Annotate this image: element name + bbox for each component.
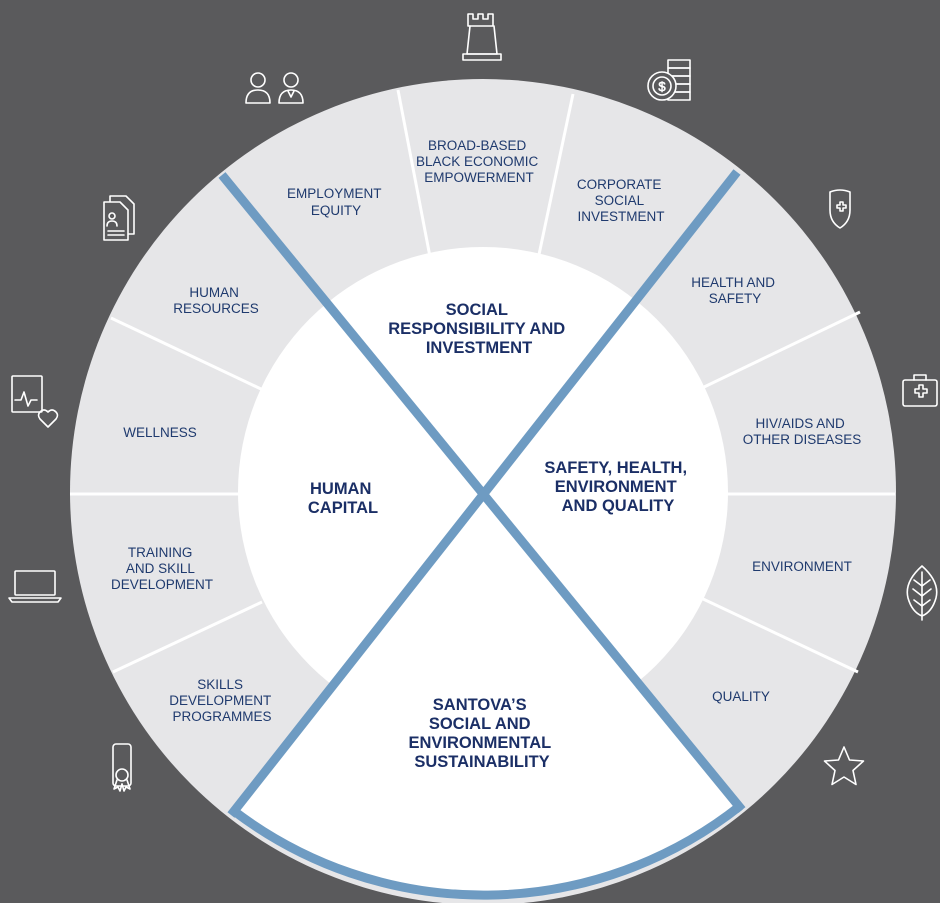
segment-training: TRAINING AND SKILL DEVELOPMENT: [111, 545, 213, 592]
core-safety-health: SAFETY, HEALTH, ENVIRONMENT AND QUALITY: [544, 459, 691, 515]
star-icon: [823, 746, 865, 786]
laptop-icon: [8, 570, 62, 603]
svg-text:$: $: [658, 79, 666, 94]
coins-icon: $: [647, 59, 691, 101]
segment-bbbee: BROAD-BASED BLACK ECONOMIC EMPOWERMENT: [416, 138, 542, 185]
certificate-icon: [112, 743, 132, 792]
segment-health-safety: HEALTH AND SAFETY: [691, 275, 779, 306]
documents-icon: [103, 195, 135, 241]
first-aid-kit-icon: [902, 374, 938, 407]
core-human-capital: HUMAN CAPITAL: [308, 480, 378, 517]
segment-environment: ENVIRONMENT: [752, 559, 852, 574]
segment-hiv-aids: HIV/AIDS AND OTHER DISEASES: [743, 416, 862, 447]
chess-rook-icon: [462, 13, 502, 61]
core-social-responsibility: SOCIAL RESPONSIBILITY AND INVESTMENT: [388, 301, 570, 357]
segment-quality: QUALITY: [712, 689, 770, 704]
segment-human-resources: HUMAN RESOURCES: [173, 285, 259, 316]
segment-dividers: [70, 89, 895, 674]
segment-csi: CORPORATE SOCIAL INVESTMENT: [577, 177, 665, 224]
segment-wellness: WELLNESS: [123, 425, 197, 440]
core-santova-sustainability: SANTOVA’S SOCIAL AND ENVIRONMENTAL SUSTA…: [409, 696, 556, 771]
segment-skills-programmes: SKILLS DEVELOPMENT PROGRAMMES: [169, 677, 275, 724]
heart-monitor-icon: [11, 375, 59, 428]
bottom-arc: [231, 802, 743, 900]
quadrant-dividers: [218, 169, 746, 818]
people-icon: [245, 72, 304, 104]
segment-employment-equity: EMPLOYMENT EQUITY: [287, 186, 385, 218]
shield-icon: [829, 189, 851, 229]
leaf-icon: [906, 565, 938, 621]
